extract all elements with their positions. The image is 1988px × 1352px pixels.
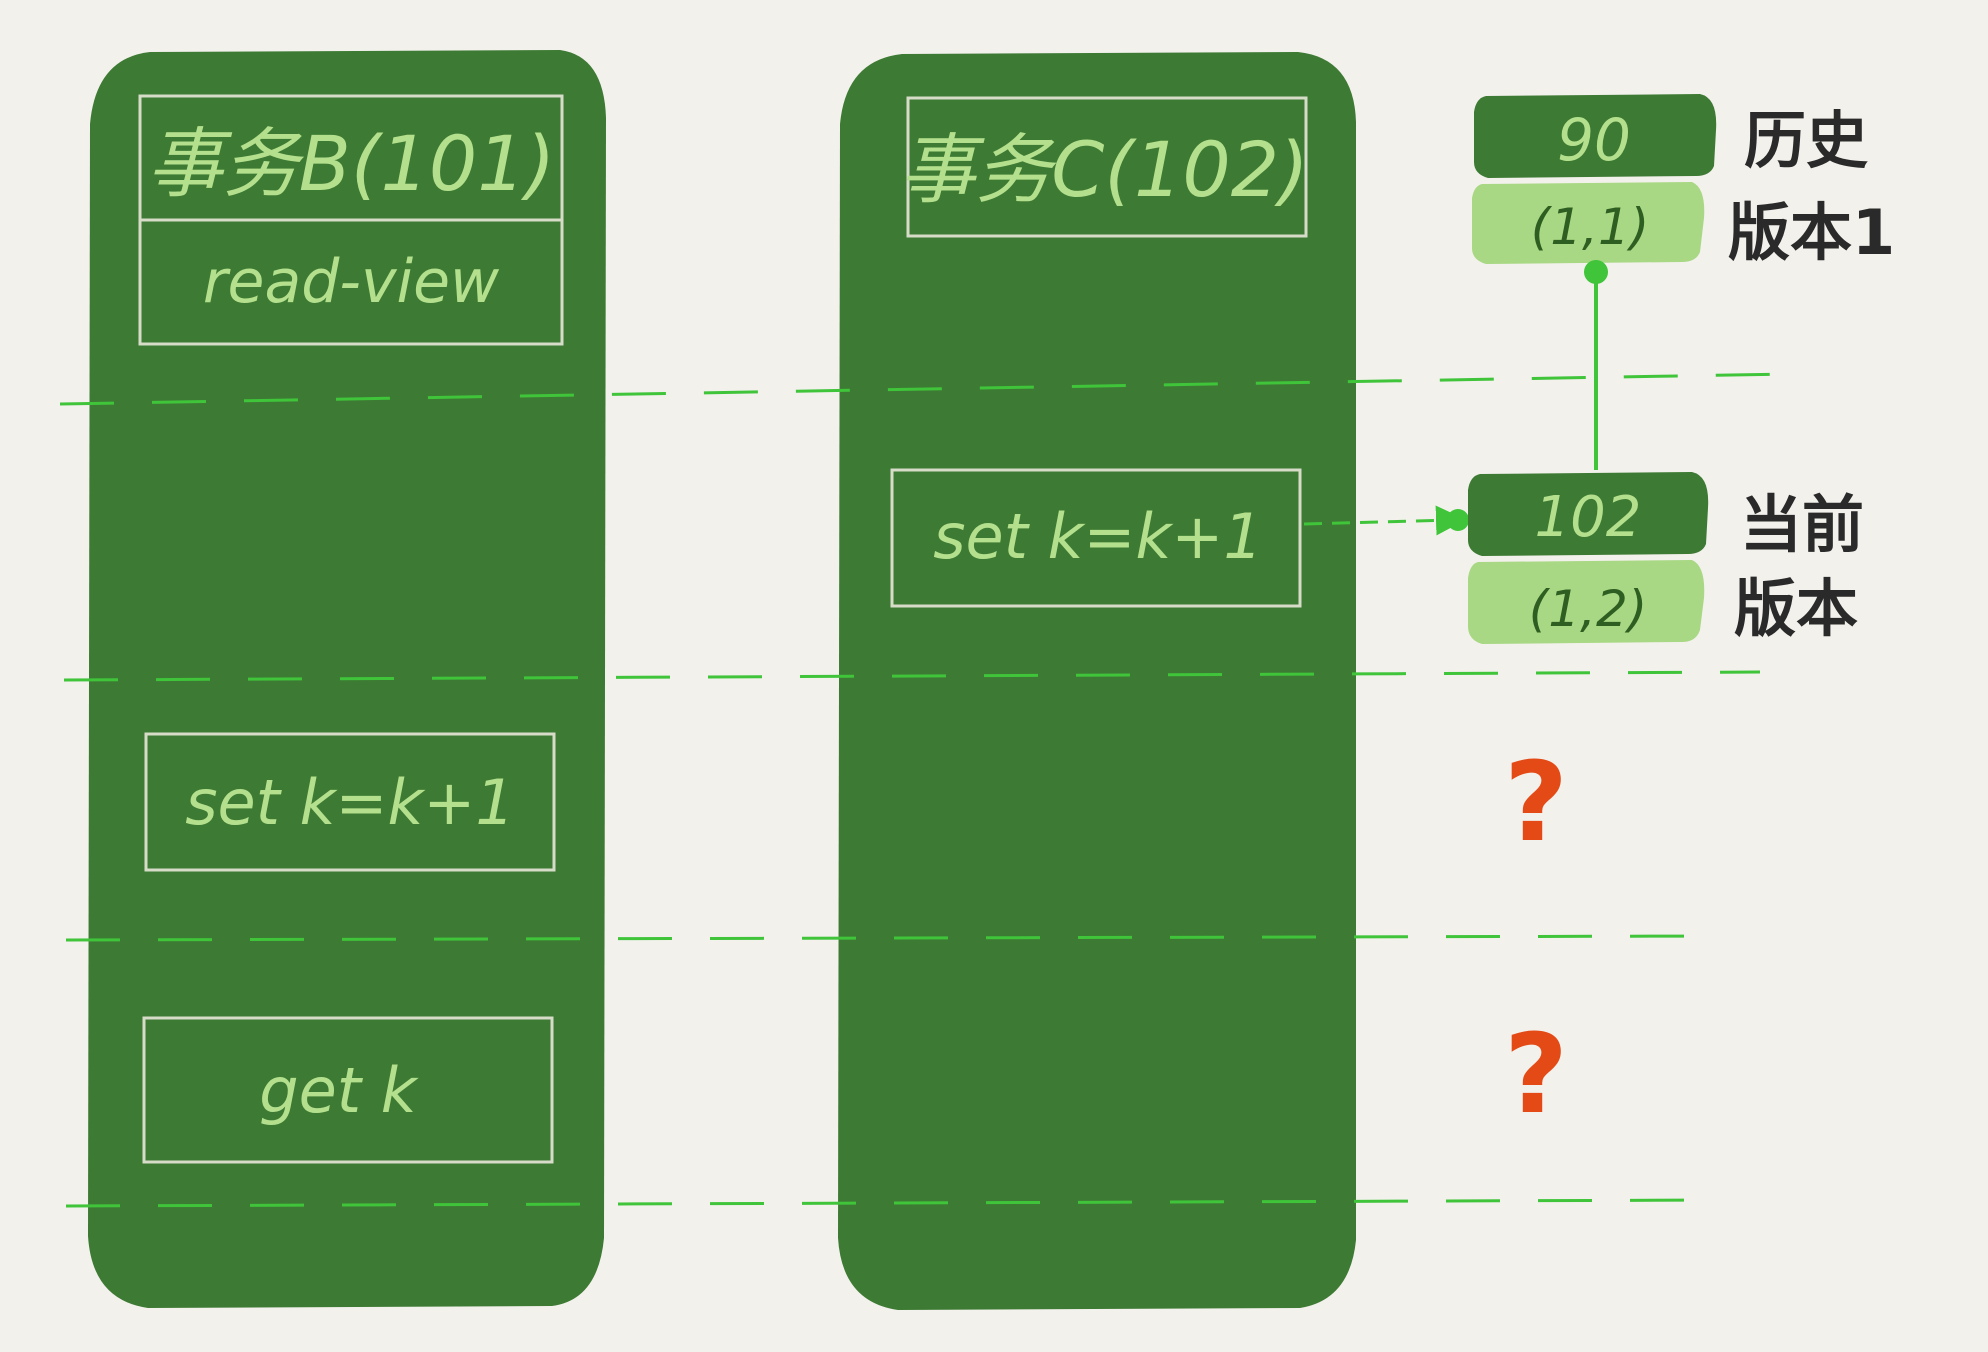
history-version: 90 (1,1) (1472, 94, 1717, 264)
read-view-box (138, 218, 564, 346)
transaction-c-column (838, 52, 1356, 1310)
transaction-c-update-box (890, 468, 1302, 608)
transaction-c-title: 事务C(102) (899, 125, 1308, 214)
current-version-value: (1,2) (1529, 580, 1648, 638)
unknown-value-after-get: ? (1504, 1010, 1568, 1138)
transaction-b-get-box (142, 1016, 554, 1164)
history-version-value-bar (1472, 182, 1705, 264)
transaction-b-title: 事务B(101) (147, 119, 556, 208)
transaction-c-title-box (906, 96, 1308, 238)
current-version-trx-id-bar (1468, 472, 1709, 556)
update-arrow (1303, 505, 1466, 536)
transaction-c-update-step: set k=k+1 (933, 500, 1263, 573)
separator-1 (59, 372, 1791, 406)
transaction-b-get-step: get k (259, 1054, 419, 1127)
history-version-label-line1: 历史 (1744, 104, 1868, 177)
read-view-label: read-view (203, 247, 500, 317)
transaction-b-update-step: set k=k+1 (185, 766, 515, 839)
current-version-trx-id: 102 (1535, 485, 1642, 550)
history-version-trx-id-bar (1474, 94, 1717, 178)
history-version-trx-id: 90 (1557, 106, 1631, 174)
time-separators (59, 372, 1791, 1208)
version-chain-link-dot (1584, 260, 1608, 284)
current-version-label-line1: 当前 (1740, 488, 1864, 561)
history-version-value: (1,1) (1531, 198, 1650, 256)
current-version: 102 (1,2) (1468, 472, 1709, 644)
update-arrow-dot (1447, 509, 1469, 531)
separator-2 (63, 670, 1761, 682)
transaction-b-update-box (144, 732, 556, 872)
unknown-value-after-update: ? (1504, 738, 1568, 866)
current-version-value-bar (1468, 560, 1705, 644)
current-version-label-line2: 版本 (1734, 572, 1858, 645)
history-version-label-line2: 版本1 (1728, 196, 1895, 269)
